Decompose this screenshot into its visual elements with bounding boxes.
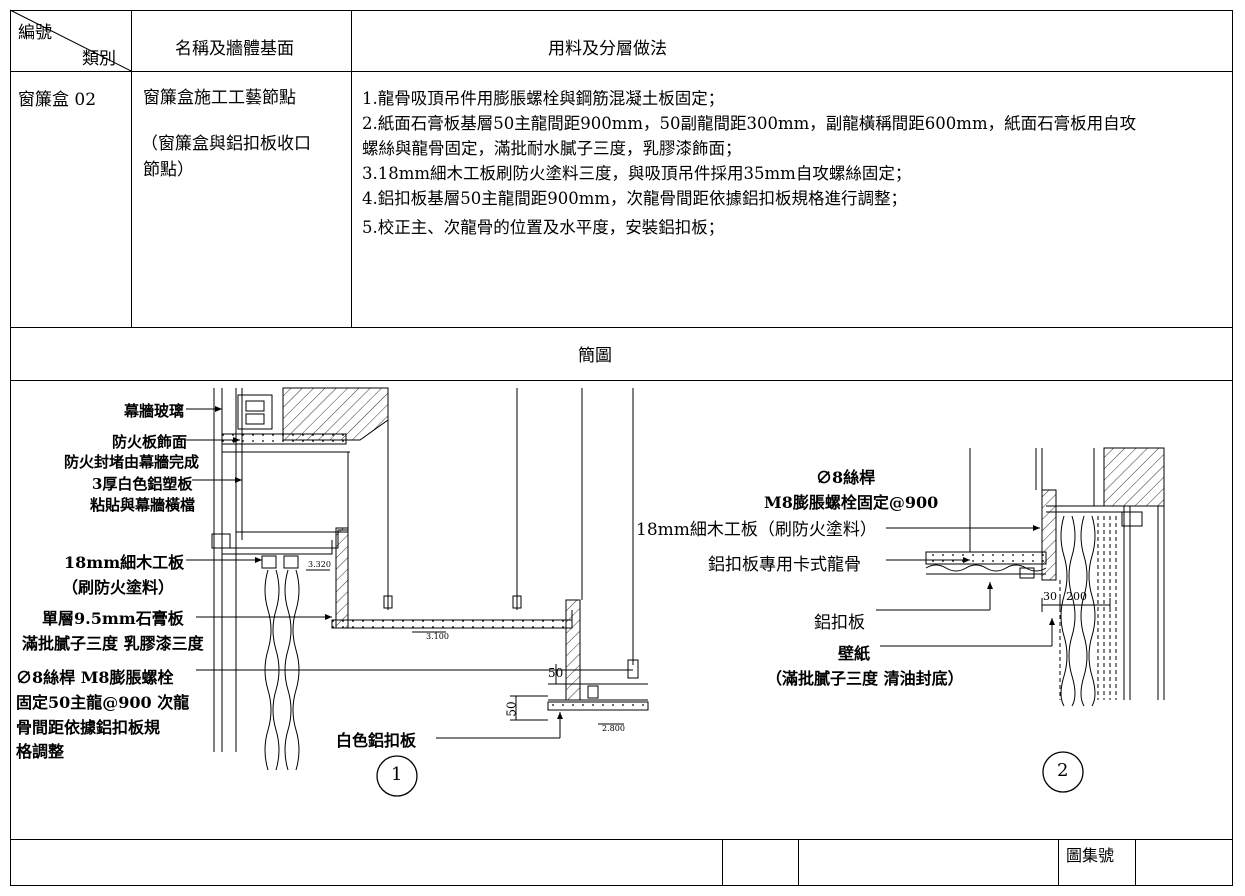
drawing-number: 1 xyxy=(391,764,403,785)
anchor-box xyxy=(237,394,273,430)
label-wood-board-1: 18mm細木工板 xyxy=(64,553,185,572)
step-text: 5.校正主、次龍骨的位置及水平度，安裝鋁扣板； xyxy=(362,218,725,237)
item-name-line2: （窗簾盒與鋁扣板收口 xyxy=(141,134,311,154)
label-rod-4: 格調整 xyxy=(16,742,65,761)
label-fire-seal: 防火封堵由幕牆完成 xyxy=(64,453,200,471)
code-header: 編號 xyxy=(18,23,52,43)
dim-200: 200 xyxy=(1066,590,1087,603)
label-white-plate-2: 粘貼與幕牆橫檔 xyxy=(90,496,196,514)
label2-wood-board: 18mm細木工板（刷防火塗料） xyxy=(636,520,877,540)
elevation-3100: 3.100 xyxy=(426,632,449,641)
label-white-al-ceiling: 白色鋁扣板 xyxy=(336,731,417,750)
label-rod-2: 固定50主龍@900 次龍 xyxy=(16,693,190,712)
item-name-line1: 窗簾盒施工工藝節點 xyxy=(143,88,296,108)
elevation-2800: 2.800 xyxy=(602,724,625,733)
label2-keel: 鋁扣板專用卡式龍骨 xyxy=(708,555,861,575)
step-text: 螺絲與龍骨固定，滿批耐水膩子三度，乳膠漆飾面； xyxy=(362,139,742,158)
label-curtain-glass: 幕牆玻璃 xyxy=(124,402,185,420)
label2-al-plate: 鋁扣板 xyxy=(814,613,865,633)
label2-wallpaper-1: 壁紙 xyxy=(838,644,871,663)
label2-rod-2: M8膨脹螺栓固定@900 xyxy=(764,493,939,512)
label2-wallpaper-2: （滿批膩子三度 清油封底） xyxy=(766,669,964,688)
label-gypsum-1: 單層9.5mm石膏板 xyxy=(42,609,184,628)
name-column-header: 名稱及牆體基面 xyxy=(175,39,294,59)
elevation-3320: 3.320 xyxy=(308,560,331,569)
label2-rod-1: ∅8絲桿 xyxy=(816,468,876,487)
item-code: 窗簾盒 02 xyxy=(18,90,97,110)
drawing-number: 2 xyxy=(1057,760,1069,781)
label-fireproof-board: 防火板飾面 xyxy=(112,433,188,451)
step-text: 4.鋁扣板基層50主龍間距900mm，次龍骨間距依據鋁扣板規格進行調整； xyxy=(362,189,908,208)
drawing-number-circle xyxy=(376,755,418,797)
label-white-plate-1: 3厚白色鋁塑板 xyxy=(92,475,193,493)
method-column-header: 用料及分層做法 xyxy=(548,39,667,59)
category-header: 類別 xyxy=(82,49,116,69)
label-wood-board-2: （刷防火塗料） xyxy=(62,578,175,597)
step-text: 3.18mm細木工板刷防火塗料三度，與吸頂吊件採用35mm自攻螺絲固定； xyxy=(362,164,912,183)
dim-50-top: 50 xyxy=(548,666,564,680)
dim-30: 30 xyxy=(1043,590,1057,603)
atlas-number-label: 圖集號 xyxy=(1066,846,1115,865)
step-text: 1.龍骨吸頂吊件用膨脹螺栓與鋼筋混凝土板固定； xyxy=(362,89,725,108)
item-name-line3: 節點） xyxy=(143,160,194,180)
diagram-section-title: 簡圖 xyxy=(578,346,612,366)
concrete-wall xyxy=(1103,447,1165,507)
step-text: 2.紙面石膏板基層50主龍間距900mm，50副龍間距300mm，副龍橫稱間距6… xyxy=(362,114,1137,133)
concrete-slab xyxy=(282,387,389,441)
drawing-number-circle xyxy=(1042,751,1084,793)
label-gypsum-2: 滿批膩子三度 乳膠漆三度 xyxy=(22,634,204,653)
construction-steps: 1.龍骨吸頂吊件用膨脹螺栓與鋼筋混凝土板固定； 2.紙面石膏板基層50主龍間距9… xyxy=(362,86,1136,240)
label-rod-3: 骨間距依據鋁扣板規 xyxy=(16,718,161,737)
label-rod-1: ∅8絲桿 M8膨脹螺栓 xyxy=(16,668,174,687)
